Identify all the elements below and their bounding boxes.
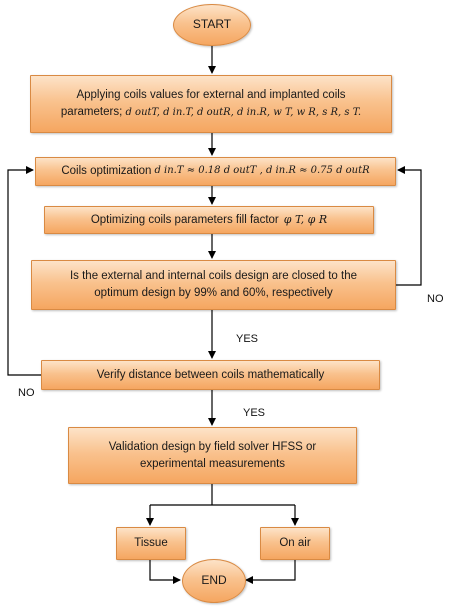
optimization-prefix: Coils optimization	[61, 165, 152, 178]
no-label-right: NO	[427, 293, 444, 305]
tissue-label: Tissue	[134, 537, 168, 550]
start-node: START	[173, 4, 251, 46]
decision-line-2: optimum design by 99% and 60%, respectiv…	[94, 287, 333, 299]
optimization-math: d in.T ≈ 0.18 d outT , d in.R ≈ 0.75 d o…	[154, 165, 370, 177]
arrow-on-air-to-end	[245, 560, 296, 584]
apply-line-2-prefix: parameters;	[60, 106, 123, 118]
fill-factor-math: φ T, φ R	[283, 213, 328, 227]
end-label: END	[201, 573, 227, 588]
arrow-decision-no-loop	[396, 166, 422, 286]
fill-factor-prefix: Optimizing coils parameters fill factor	[90, 213, 279, 226]
fill-factor-box: Optimizing coils parameters fill factor …	[44, 206, 374, 234]
optimum-design-decision-box: Is the external and internal coils desig…	[31, 260, 396, 310]
tissue-box: Tissue	[116, 527, 186, 560]
decision-line-1: Is the external and internal coils desig…	[69, 270, 358, 283]
apply-coils-values-box: Applying coils values for external and i…	[30, 75, 392, 133]
coils-optimization-box: Coils optimization d in.T ≈ 0.18 d outT …	[35, 157, 396, 186]
validation-line-1: Validation design by field solver HFSS o…	[108, 440, 317, 453]
no-label-left: NO	[18, 387, 35, 399]
verify-label: Verify distance between coils mathematic…	[96, 368, 325, 381]
start-label: START	[192, 17, 232, 32]
verify-distance-box: Verify distance between coils mathematic…	[41, 360, 380, 390]
apply-line-2: parameters; d outT, d in.T, d outR, d in…	[61, 104, 361, 121]
validation-line-2: experimental measurements	[139, 457, 286, 470]
on-air-box: On air	[260, 527, 330, 560]
validation-design-box: Validation design by field solver HFSS o…	[68, 427, 357, 484]
apply-line-2-math: d outT, d in.T, d outR, d in.R, w T, w R…	[125, 107, 362, 118]
yes-label-2: YES	[243, 407, 266, 419]
arrow-verify-no-loop	[7, 166, 41, 376]
end-node: END	[182, 559, 246, 603]
arrow-tissue-to-end	[149, 560, 181, 584]
yes-label-1: YES	[236, 333, 259, 345]
apply-line-1: Applying coils values for external and i…	[76, 89, 346, 102]
on-air-label: On air	[279, 537, 311, 550]
